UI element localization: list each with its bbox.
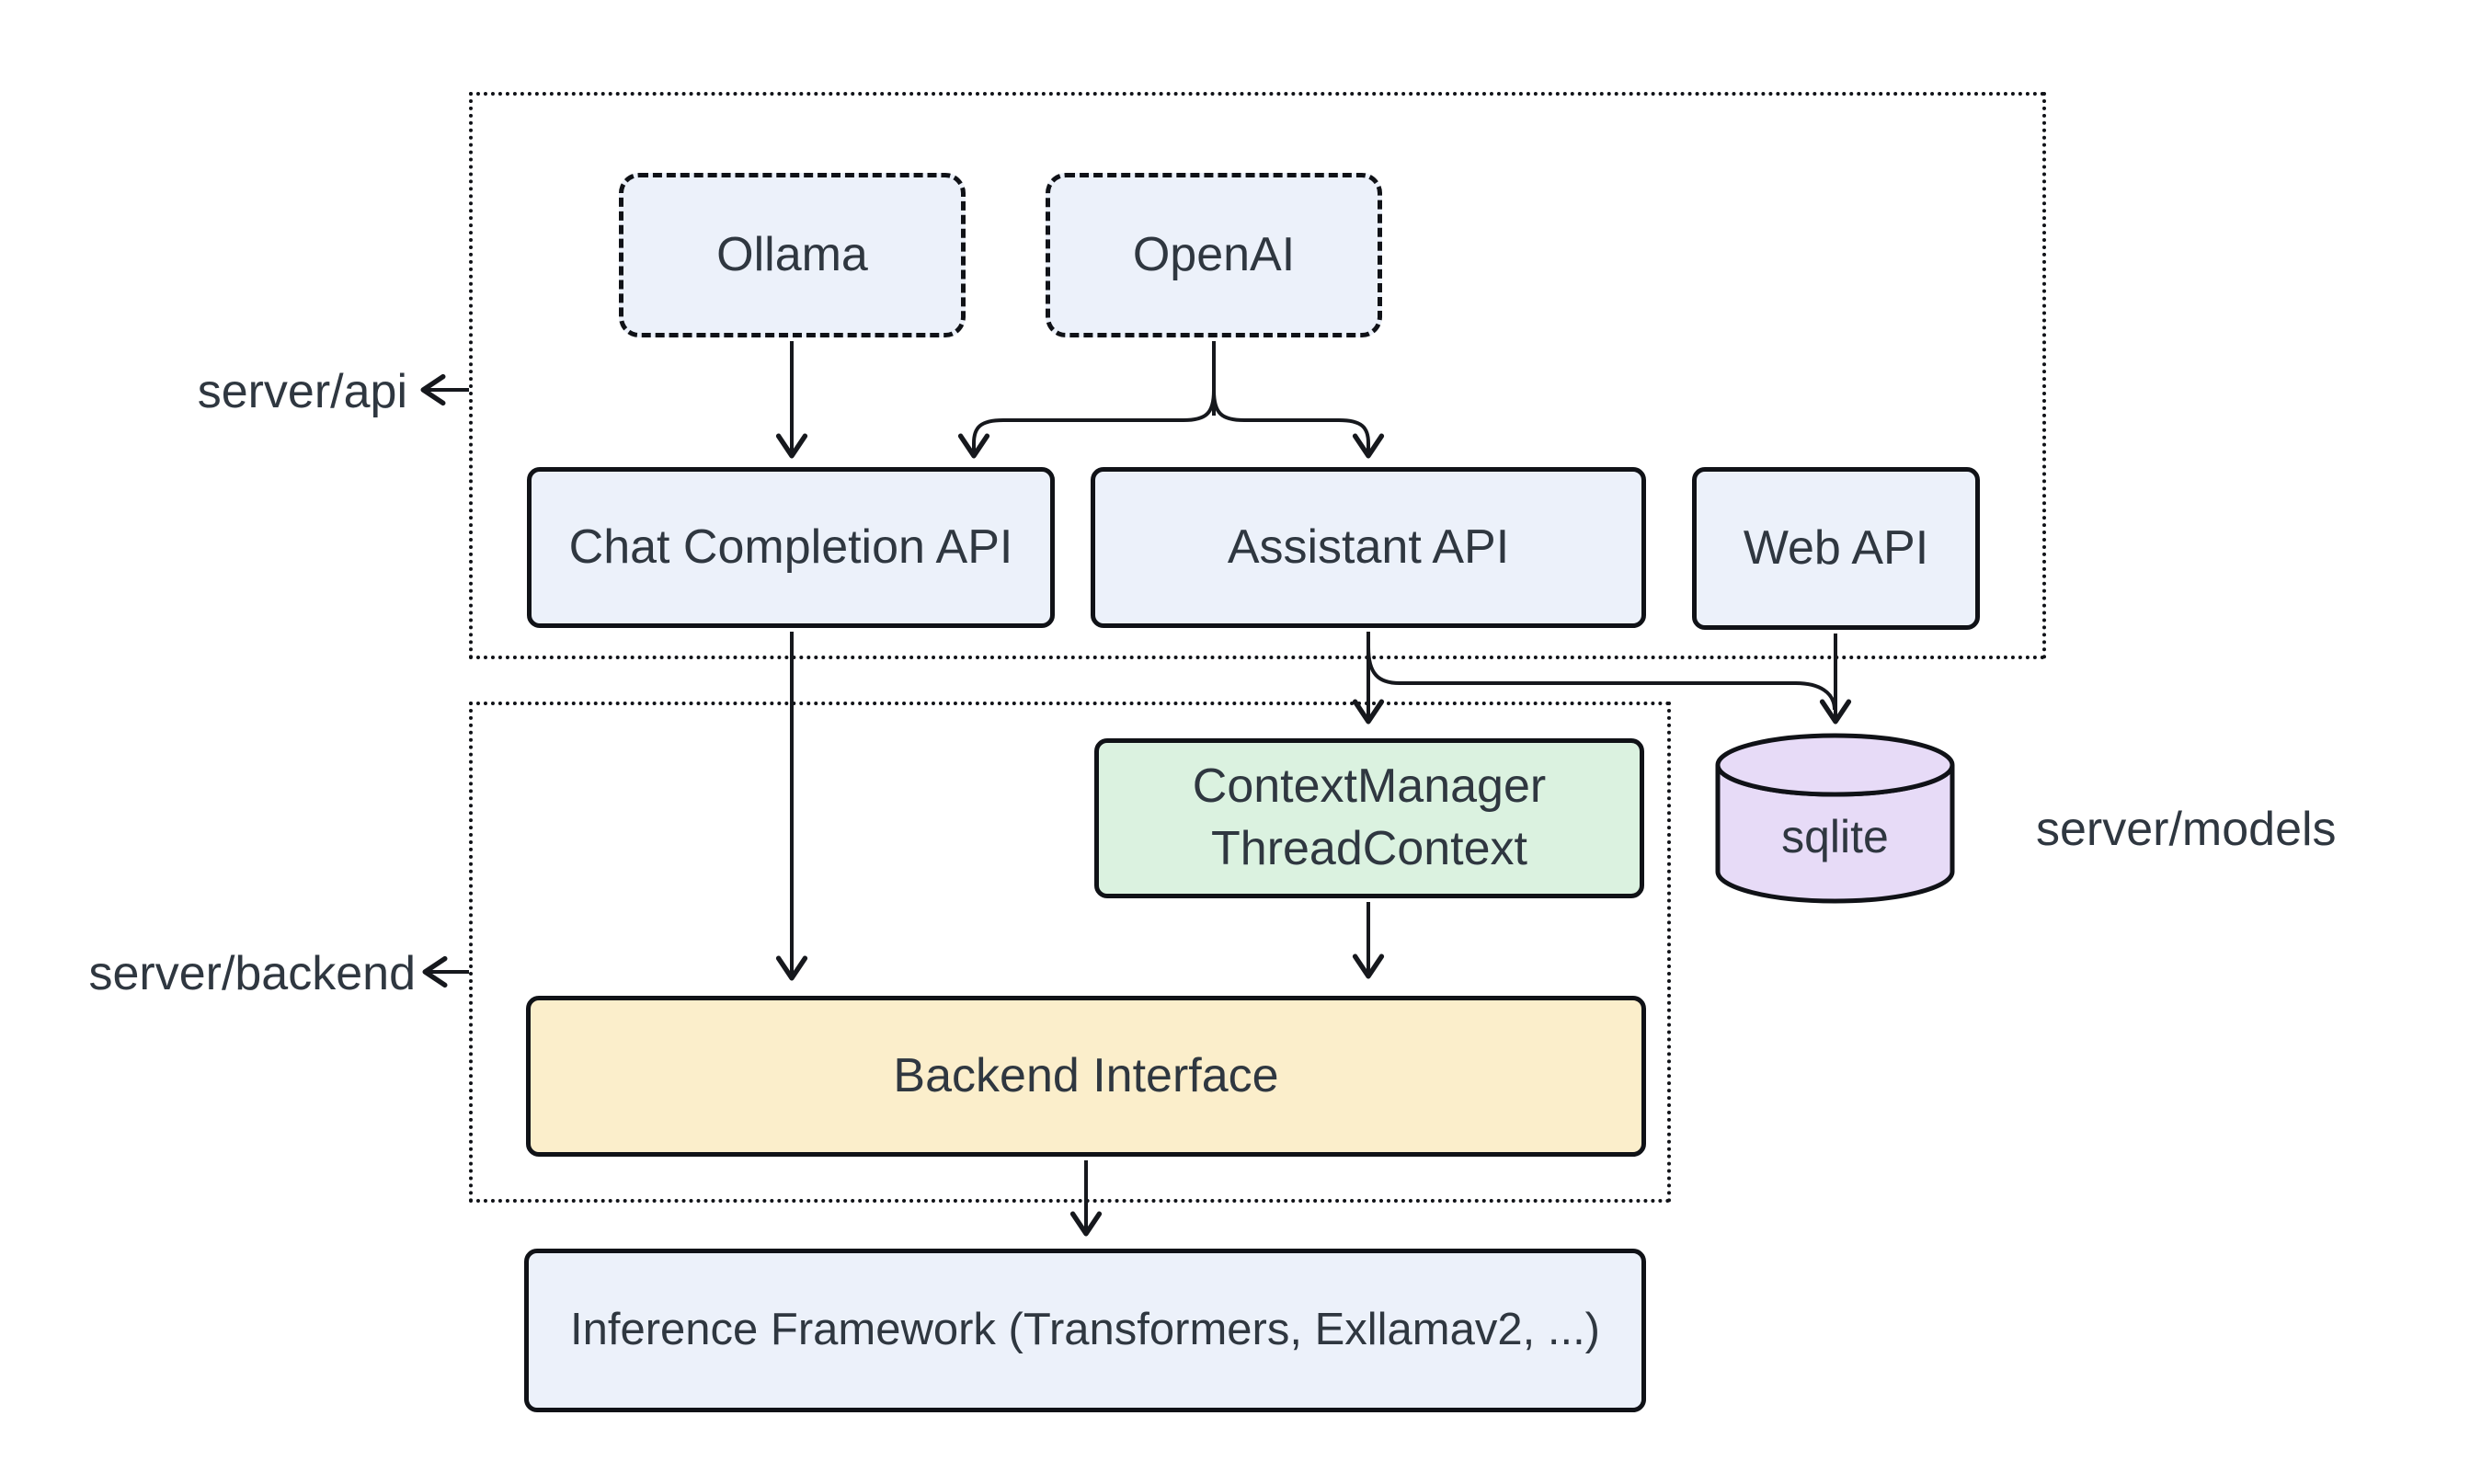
node-context-manager: ContextManager ThreadContext [1094,738,1644,898]
node-chat-completion-api-label: Chat Completion API [568,519,1013,574]
node-context-manager-line1: ContextManager [1192,759,1547,814]
edge-openai-assistant [1212,390,1385,459]
node-sqlite-label: sqlite [1781,811,1889,862]
node-assistant-api-label: Assistant API [1227,519,1510,574]
node-web-api-label: Web API [1743,520,1929,575]
edge-assistant-sqlite [1367,646,1836,711]
server-backend-container [469,702,1671,1203]
edge-openai-chat [957,390,1216,459]
node-backend-interface: Backend Interface [526,996,1646,1157]
node-openai-label: OpenAI [1132,227,1296,281]
server-api-container [469,92,2046,659]
sqlite-cylinder [1715,733,1955,904]
node-web-api: Web API [1692,467,1980,630]
server-api-label: server/api [197,365,407,418]
sqlite-cylinder-top [1715,733,1955,797]
node-backend-interface-label: Backend Interface [893,1048,1279,1102]
node-inference-framework-label: Inference Framework (Transformers, Exlla… [569,1305,1600,1355]
node-context-manager-line2: ThreadContext [1211,822,1527,875]
server-backend-label: server/backend [88,947,416,1000]
node-chat-completion-api: Chat Completion API [527,467,1055,628]
server-models-label: server/models [2036,803,2337,856]
node-ollama-label: Ollama [716,227,868,281]
node-openai: OpenAI [1046,173,1382,337]
node-assistant-api: Assistant API [1091,467,1646,628]
node-ollama: Ollama [619,173,966,337]
node-inference-framework: Inference Framework (Transformers, Exlla… [524,1249,1646,1412]
